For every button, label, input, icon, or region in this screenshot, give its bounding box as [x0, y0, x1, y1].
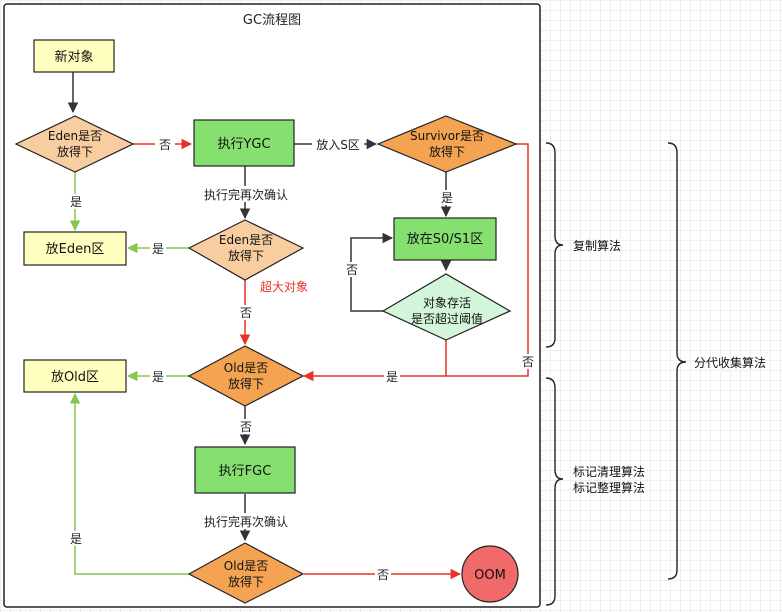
node-put-eden [23, 231, 127, 266]
label-age-yes: 是 [386, 370, 398, 384]
node-survivor-decision-line1: Survivor是否 [410, 129, 484, 143]
node-age-decision [381, 273, 512, 341]
edge-survivor-no [446, 143, 529, 377]
node-new-object-label: 新对象 [54, 49, 93, 65]
node-age-decision-line1: 对象存活 [423, 296, 471, 310]
edge-ygc-confirm-bg [198, 186, 294, 202]
diagram-title: GC流程图 [243, 13, 301, 28]
label-ygc-confirm: 执行完再次确认 [204, 187, 288, 202]
node-survivor-decision-line2: 放得下 [429, 144, 465, 159]
node-eden-decision-1-line2: 放得下 [57, 144, 93, 159]
label-copy-algorithm: 复制算法 [573, 238, 621, 253]
node-exec-ygc [193, 119, 295, 167]
label-eden2-no: 否 [240, 306, 252, 320]
edge-fgc-confirm-bg [198, 513, 294, 529]
label-generational: 分代收集算法 [694, 355, 766, 370]
edge-ygc-to-survivor-bg [312, 136, 364, 152]
label-eden2-yes: 是 [152, 242, 164, 256]
node-eden-decision-1-line1: Eden是否 [48, 129, 102, 143]
node-new-object [33, 39, 115, 73]
node-exec-fgc-label: 执行FGC [219, 464, 272, 479]
node-eden-decision-2 [187, 219, 305, 281]
label-eden1-no: 否 [159, 138, 171, 152]
brace-mark [545, 377, 564, 606]
node-put-eden-label: 放Eden区 [46, 242, 105, 257]
node-old-decision-1 [187, 345, 305, 407]
edge-old2-no-bg [375, 567, 391, 582]
edge-eden2-yes-bg [150, 241, 166, 256]
label-eden1-yes: 是 [70, 195, 82, 209]
node-survivor-decision [376, 115, 518, 173]
node-put-s0s1-label: 放在S0/S1区 [407, 232, 483, 247]
edge-old1-yes-bg [150, 369, 166, 384]
edge-survivor-no-bg [520, 354, 536, 369]
edge-eden1-yes-bg [68, 194, 84, 209]
edge-survivor-yes-bg [439, 190, 455, 205]
node-exec-ygc-label: 执行YGC [217, 137, 270, 152]
node-eden-decision-2-line1: Eden是否 [219, 233, 273, 247]
label-mark-sweep: 标记清理算法 [573, 464, 645, 479]
label-ygc-to-survivor: 放入S区 [316, 137, 360, 152]
edge-age-no-bg [344, 262, 360, 277]
edge-old2-yes [69, 392, 189, 575]
edge-eden1-no-bg [155, 137, 175, 152]
node-age-decision-line2: 是否超过阈值 [411, 311, 483, 326]
edge-old1-no-bg [238, 419, 254, 434]
label-old2-no: 否 [377, 568, 389, 582]
label-large-object: 超大对象 [260, 279, 308, 294]
label-old2-yes: 是 [70, 532, 82, 546]
edge-eden2-no-bg [238, 305, 254, 320]
node-eden-decision-1 [14, 115, 135, 173]
label-fgc-confirm: 执行完再次确认 [204, 514, 288, 529]
node-old-decision-1-line1: Old是否 [224, 361, 268, 375]
node-old-decision-2 [187, 542, 305, 604]
edge-old2-yes-bg [68, 531, 84, 546]
label-survivor-no: 否 [522, 355, 534, 369]
label-old1-no: 否 [240, 420, 252, 434]
label-mark-compact: 标记整理算法 [573, 480, 645, 495]
node-old-decision-1-line2: 放得下 [228, 376, 264, 391]
label-old1-yes: 是 [152, 370, 164, 384]
label-age-no: 否 [346, 263, 358, 277]
node-put-old-label: 放Old区 [51, 370, 99, 385]
node-eden-decision-2-line2: 放得下 [228, 248, 264, 263]
node-oom [461, 545, 519, 603]
node-exec-fgc [194, 446, 296, 494]
node-oom-label: OOM [474, 568, 506, 583]
node-old-decision-2-line2: 放得下 [228, 574, 264, 589]
brace-generational [667, 142, 687, 580]
edge-age-yes-bg [384, 369, 400, 384]
node-put-old [23, 359, 127, 393]
brace-copy [545, 142, 564, 348]
label-survivor-yes: 是 [441, 191, 453, 205]
node-old-decision-2-line1: Old是否 [224, 559, 268, 573]
node-put-s0s1 [393, 217, 497, 261]
